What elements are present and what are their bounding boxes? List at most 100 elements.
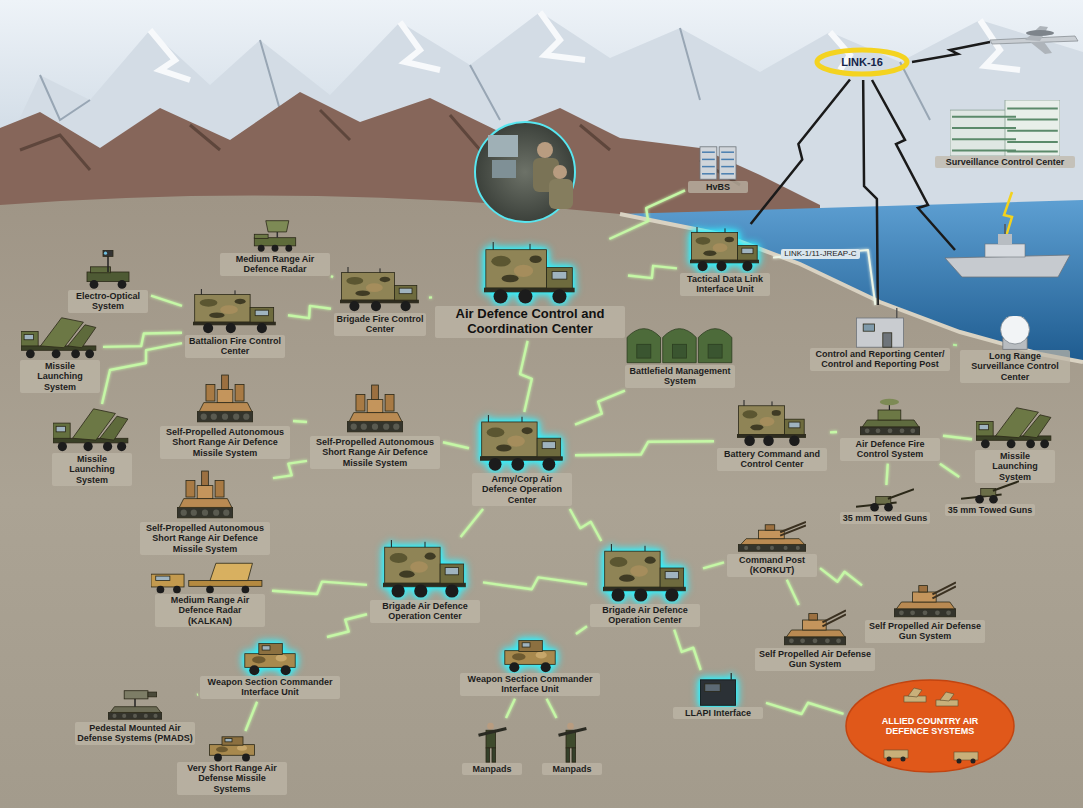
unit-icon bbox=[254, 221, 295, 252]
unit-icon bbox=[487, 723, 494, 730]
unit-picture bbox=[961, 480, 1019, 504]
unit-icon bbox=[254, 234, 268, 238]
unit-icon bbox=[741, 539, 805, 545]
unit-label: 35 mm Towed Guns bbox=[840, 512, 930, 524]
unit-picture bbox=[502, 637, 558, 673]
unit-icon bbox=[281, 665, 291, 675]
unit-icon bbox=[210, 745, 255, 756]
unit-label: Brigade Fire Control Center bbox=[334, 313, 426, 336]
unit-icon bbox=[860, 399, 920, 435]
unit-label: HvBS bbox=[688, 181, 748, 193]
unit-icon bbox=[71, 349, 80, 358]
unit-label: Surveillance Control Center bbox=[935, 156, 1075, 168]
unit-icon bbox=[663, 329, 696, 363]
allied-zone-shape bbox=[887, 757, 892, 762]
ship bbox=[945, 224, 1070, 277]
unit-icon bbox=[112, 714, 116, 718]
unit-icon bbox=[697, 227, 725, 233]
unit-icon bbox=[351, 424, 357, 430]
unit-icon bbox=[1007, 107, 1058, 109]
allied-zone-shape bbox=[884, 750, 908, 758]
unit-icon bbox=[572, 748, 576, 762]
link-bolt bbox=[609, 190, 685, 239]
command-unit: Weapon Section Commander Interface Unit bbox=[460, 637, 600, 696]
unit-icon bbox=[366, 283, 383, 292]
unit-icon bbox=[385, 547, 440, 583]
unit-icon bbox=[108, 712, 162, 719]
unit-label: Self-Propelled Autonomous Short Range Ai… bbox=[140, 522, 270, 555]
unit-icon bbox=[53, 409, 128, 451]
unit-icon bbox=[721, 166, 734, 168]
unit-icon bbox=[209, 312, 225, 318]
system-unit: Air Defence Fire Control System bbox=[840, 398, 940, 461]
unit-icon bbox=[1040, 439, 1049, 448]
unit-icon bbox=[491, 256, 510, 267]
operators-photo bbox=[475, 122, 575, 222]
unit-icon bbox=[737, 400, 806, 446]
unit-icon bbox=[537, 438, 561, 458]
unit-icon bbox=[211, 414, 217, 420]
link-ring: LINK-16 bbox=[814, 47, 910, 77]
system-unit: Electro-Optical System bbox=[68, 250, 148, 313]
unit-icon bbox=[744, 546, 748, 550]
unit-icon bbox=[197, 486, 213, 499]
unit-icon bbox=[725, 237, 734, 243]
unit-icon bbox=[203, 323, 213, 333]
unit-icon bbox=[21, 318, 96, 358]
unit-label: Missile Launching System bbox=[975, 450, 1055, 483]
unit-label: Medium Range Air Defence Radar (KALKAN) bbox=[155, 594, 265, 627]
unit-picture bbox=[21, 316, 99, 360]
command-unit: Brigade Air Defence Operation Center bbox=[370, 540, 480, 623]
unit-icon bbox=[505, 641, 555, 673]
unit-picture bbox=[252, 219, 298, 253]
unit-icon bbox=[380, 277, 391, 283]
link-bolt bbox=[820, 568, 862, 585]
unit-icon bbox=[919, 586, 928, 592]
snow-ridges bbox=[150, 12, 1020, 80]
unit-icon bbox=[519, 641, 543, 652]
link-bolt bbox=[703, 562, 724, 568]
unit-icon bbox=[425, 553, 436, 560]
unit-icon bbox=[56, 426, 65, 432]
unit-icon bbox=[201, 289, 235, 295]
unit-icon bbox=[401, 301, 411, 311]
zone-name: ALLIED COUNTRY AIR DEFENCE SYSTEMS bbox=[865, 715, 995, 738]
system-unit: Self Propelled Air Defense Gun System bbox=[755, 608, 875, 671]
unit-icon bbox=[789, 436, 800, 447]
unit-icon bbox=[371, 301, 381, 311]
unit-icon bbox=[785, 419, 805, 435]
unit-icon bbox=[605, 551, 660, 587]
unit-icon bbox=[195, 295, 250, 323]
unit-picture bbox=[690, 227, 760, 273]
unit-icon bbox=[210, 563, 252, 580]
unit-picture bbox=[480, 415, 564, 473]
unit-picture bbox=[860, 398, 920, 438]
unit-icon bbox=[896, 308, 897, 318]
unit-icon bbox=[118, 280, 127, 289]
unit-icon bbox=[1026, 439, 1035, 448]
unit-label: Electro-Optical System bbox=[68, 290, 148, 313]
allied-zone-shape bbox=[957, 759, 962, 764]
link-bolt bbox=[443, 442, 469, 448]
system-unit: Battalion Fire Control Center bbox=[185, 289, 285, 358]
unit-icon bbox=[348, 267, 380, 273]
unit-icon bbox=[255, 310, 268, 316]
unit-icon bbox=[770, 546, 774, 550]
unit-icon bbox=[502, 275, 519, 283]
unit-icon bbox=[156, 576, 170, 580]
system-unit: Medium Range Air Defence Radar (KALKAN) bbox=[151, 562, 269, 627]
system-unit: Surveillance Control Center bbox=[935, 100, 1075, 168]
unit-picture bbox=[696, 673, 740, 707]
unit-icon bbox=[189, 581, 262, 587]
command-unit: LLAPI Interface bbox=[673, 673, 763, 719]
unit-icon bbox=[744, 436, 755, 447]
unit-icon bbox=[721, 173, 734, 175]
unit-label: Self-Propelled Autonomous Short Range Ai… bbox=[310, 436, 440, 469]
unit-icon bbox=[250, 307, 274, 323]
unit-icon bbox=[151, 563, 262, 593]
unit-icon bbox=[489, 458, 502, 471]
unit-icon bbox=[399, 571, 415, 578]
unit-icon bbox=[233, 414, 239, 420]
unit-icon bbox=[738, 406, 784, 435]
link-bolt bbox=[576, 626, 587, 634]
